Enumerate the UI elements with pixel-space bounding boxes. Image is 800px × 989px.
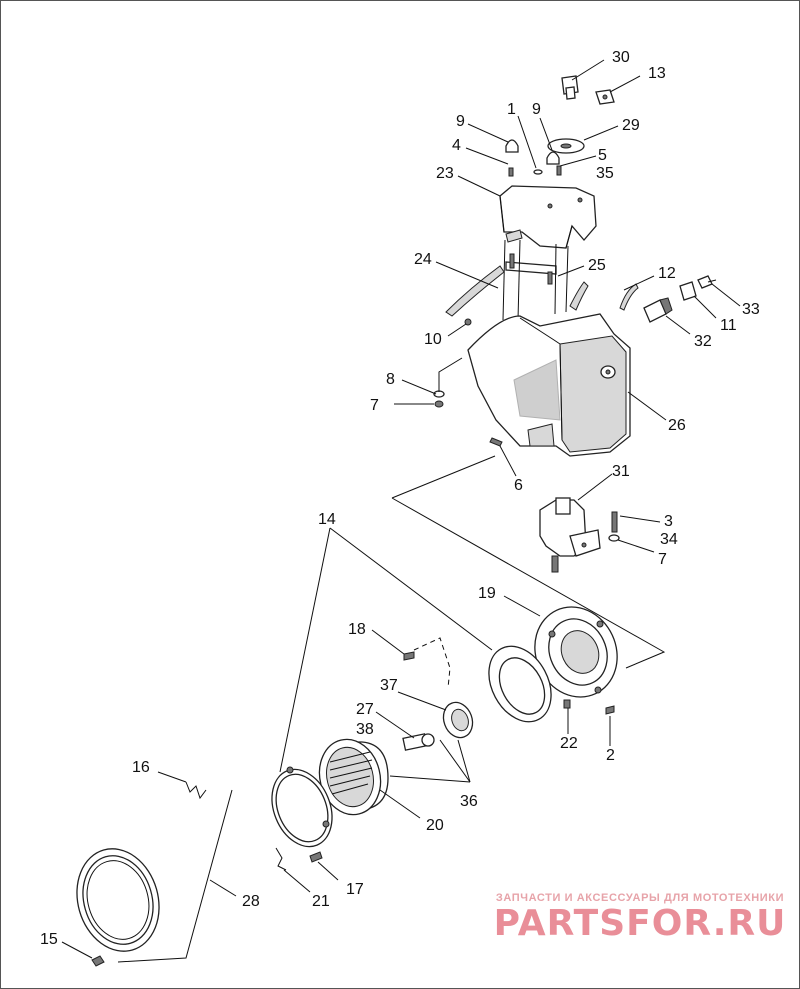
part-30-grommet	[547, 138, 585, 154]
callout-16: 15	[40, 931, 58, 948]
callout-13: 12	[658, 265, 676, 282]
callout-21: 20	[426, 817, 444, 834]
part-33-switch	[643, 297, 673, 323]
callout-1: 1	[507, 101, 516, 118]
part-20-housing	[534, 606, 618, 698]
part-24-upper-bracket	[499, 185, 597, 249]
callout-28: 27	[356, 701, 374, 718]
part-16-screw	[91, 955, 105, 967]
part-11-nut	[464, 318, 472, 326]
part-29-trim-bezel	[76, 848, 160, 952]
callout-26: 25	[588, 257, 606, 274]
right-trim-edge	[569, 281, 589, 311]
part-10-nut	[433, 390, 445, 408]
callout-37: 36	[460, 793, 478, 810]
part-25-trim-strip	[445, 265, 505, 317]
callout-36: 35	[596, 165, 614, 182]
callout-19: 18	[348, 621, 366, 638]
part-22-spring	[275, 847, 287, 871]
part-23-nut	[563, 699, 571, 709]
part-26-clamp	[505, 253, 557, 285]
leader-lines	[61, 59, 741, 963]
callout-25: 24	[414, 251, 432, 268]
part-27-nacelle	[467, 313, 631, 457]
callout-5: 5	[598, 147, 607, 164]
callout-11: 10	[424, 331, 442, 348]
watermark-logo: PARTSFOR.RU	[493, 903, 787, 944]
callout-17: 16	[132, 759, 150, 776]
part-1-washer	[533, 169, 543, 175]
part-38-boot	[442, 701, 474, 739]
callout-4: 4	[452, 137, 461, 154]
part-9-nut-left	[505, 139, 519, 153]
callout-29: 28	[242, 893, 260, 910]
callout-34: 33	[742, 301, 760, 318]
part-6-screw	[489, 437, 503, 447]
part-3-bolt	[608, 511, 620, 542]
part-9-nut-right	[546, 151, 560, 165]
callout-35: 34	[660, 531, 678, 548]
part-12-gasket	[679, 281, 697, 301]
callout-33: 32	[694, 333, 712, 350]
callout-22: 21	[312, 893, 330, 910]
callout-7: 7	[658, 551, 667, 568]
callout-15: 14	[318, 511, 336, 528]
callout-32: 31	[612, 463, 630, 480]
part-21-lamp	[318, 738, 389, 816]
mounting-ring	[488, 645, 552, 723]
callout-18: 17	[346, 881, 364, 898]
callout-labels: 30 13 29 9 1 9 4 5 35 23 24 25 12 33 11 …	[40, 49, 760, 948]
part-17-clip	[185, 781, 207, 800]
watermark-caption: ЗАПЧАСТИ И АКСЕССУАРЫ ДЛЯ МОТОТЕХНИКИ	[495, 892, 785, 904]
callout-9a: 9	[456, 113, 465, 130]
callout-23: 22	[560, 735, 578, 752]
callout-12: 11	[720, 317, 737, 334]
part-13-trim-strip	[619, 283, 639, 311]
callout-3: 3	[664, 513, 673, 530]
callout-6: 6	[514, 477, 523, 494]
part-14-plate	[595, 89, 615, 105]
callout-9b: 9	[532, 101, 541, 118]
part-28-bulb	[402, 733, 435, 751]
part-4-screw	[508, 167, 514, 177]
callout-24: 23	[436, 165, 454, 182]
callout-27: 26	[668, 417, 686, 434]
part-19-screw	[403, 651, 415, 661]
callout-31: 30	[612, 49, 630, 66]
callout-39: 38	[356, 721, 374, 738]
part-18-screw	[309, 851, 323, 863]
part-5-screw	[556, 165, 562, 176]
callout-14: 13	[648, 65, 666, 82]
callout-10: 7	[370, 397, 379, 414]
callout-8: 8	[386, 371, 395, 388]
retaining-ring	[271, 766, 333, 848]
part-31-clip	[561, 75, 579, 100]
callout-20: 19	[478, 585, 496, 602]
callout-2: 2	[606, 747, 615, 764]
part-32-mount-bracket	[539, 497, 601, 573]
callout-30: 29	[622, 117, 640, 134]
callout-38: 37	[380, 677, 398, 694]
part-34-bolt	[697, 275, 717, 289]
part-2-screw	[605, 705, 615, 715]
